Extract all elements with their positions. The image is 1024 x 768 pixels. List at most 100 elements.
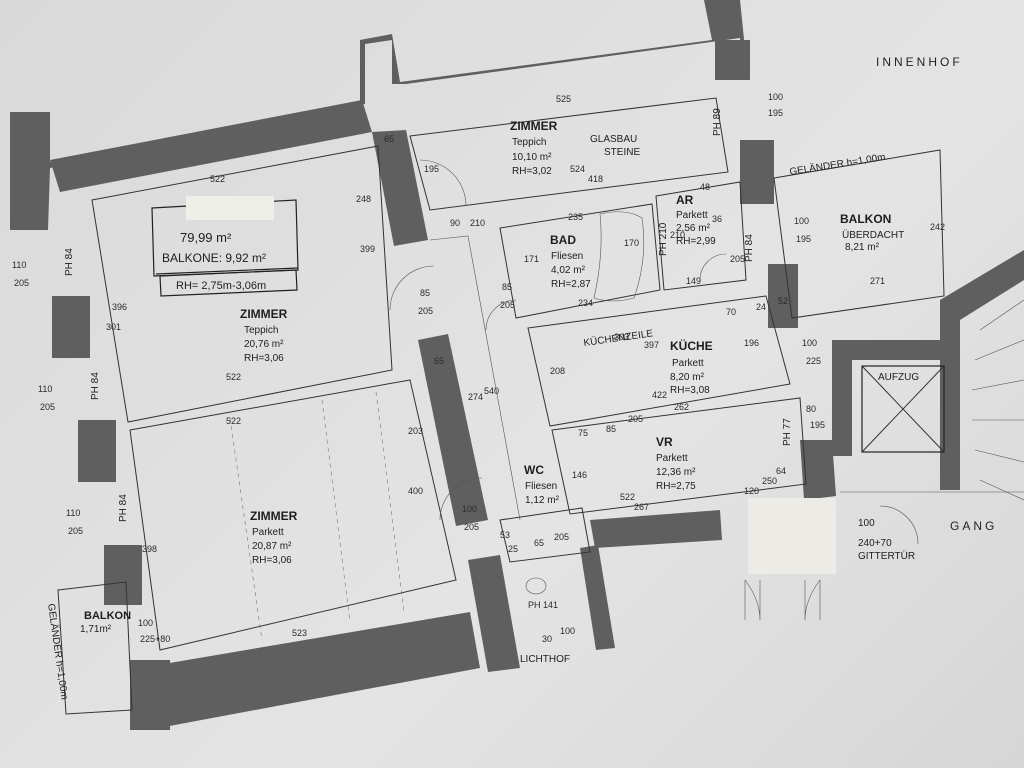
label-steine: STEINE <box>604 147 640 158</box>
room-name: BALKON <box>84 610 131 622</box>
label-ph141: PH 141 <box>528 600 558 610</box>
label-aufzug: AUFZUG <box>878 372 919 383</box>
dim-53: 53 <box>500 530 510 540</box>
stair-5 <box>974 449 1024 463</box>
room-wc: WC Fliesen 1,12 m² <box>524 463 560 506</box>
room-name: VR <box>656 435 673 449</box>
wall-block-a <box>52 296 90 358</box>
dim-399: 399 <box>360 244 375 254</box>
wall-top-right-block <box>715 40 750 80</box>
room-name: ZIMMER <box>240 307 288 321</box>
zimmer-top-outline <box>409 97 729 211</box>
dim-120: 120 <box>744 486 759 496</box>
room-area: 20,87 m² <box>252 541 292 552</box>
room-name: ZIMMER <box>510 119 558 133</box>
dim-274: 274 <box>468 392 483 402</box>
room-rh: RH=2,99 <box>676 236 716 247</box>
balkon-left-outline <box>57 581 133 715</box>
area-box-divider <box>155 267 299 275</box>
room-floor: Parkett <box>656 453 688 464</box>
dim-70: 70 <box>726 307 736 317</box>
label-gittertuer: GITTERTÜR <box>858 550 915 562</box>
stair-1 <box>979 299 1024 331</box>
room-balkon-right: BALKON ÜBERDACHT 8,21 m² <box>840 212 904 253</box>
ph-label: PH 84 <box>744 234 755 262</box>
dim-397: 397 <box>644 340 659 350</box>
room-name: WC <box>524 463 544 477</box>
ph-label: PH 84 <box>118 494 129 522</box>
dim-100: 100 <box>802 338 817 348</box>
dim-210: 210 <box>470 218 485 228</box>
wall-lichthof-right <box>580 545 615 650</box>
dim-100: 100 <box>462 504 477 514</box>
room-name: KÜCHE <box>670 338 713 353</box>
dim-523: 523 <box>292 628 307 638</box>
dim-48: 48 <box>700 182 710 192</box>
dim-208: 208 <box>550 366 565 376</box>
kueche-outline <box>527 295 791 427</box>
label-gelaender-top: GELÄNDER h=1,00m <box>789 151 887 178</box>
room-area: 8,20 m² <box>670 372 705 383</box>
bad-outline <box>499 203 661 319</box>
dim-64: 64 <box>776 466 786 476</box>
dim-100: 100 <box>560 626 575 636</box>
dim-422: 422 <box>652 390 667 400</box>
room-kueche: KÜCHE Parkett 8,20 m² RH=3,08 <box>670 338 713 396</box>
door-swing-1 <box>389 265 435 311</box>
wall-top-outer <box>10 0 748 230</box>
room-area: 12,36 m² <box>656 467 696 478</box>
dim-205: 205 <box>628 414 643 424</box>
wall-block-b <box>78 420 116 482</box>
dim-418: 418 <box>588 174 603 184</box>
dim-171: 171 <box>524 254 539 264</box>
wall-ar-block <box>740 140 774 204</box>
room-zimmer-top: ZIMMER Teppich 10,10 m² RH=3,02 <box>510 119 558 177</box>
label-lichthof: LICHTHOF <box>520 654 570 665</box>
beam-1 <box>229 417 263 641</box>
dim-524: 524 <box>570 164 585 174</box>
dim-24: 24 <box>756 302 766 312</box>
dim-110: 110 <box>66 508 80 518</box>
room-zimmer-left: ZIMMER Teppich 20,76 m² RH=3,06 <box>240 307 288 364</box>
room-area: 20,76 m² <box>244 339 284 350</box>
stair-2 <box>974 339 1024 361</box>
dim-149: 149 <box>686 276 701 286</box>
dim-65: 65 <box>384 134 394 144</box>
room-area: 10,10 m² <box>512 152 552 163</box>
dim-205: 205 <box>418 306 433 316</box>
door-swing-2 <box>439 477 483 521</box>
dim-205: 205 <box>730 254 745 264</box>
dim-400: 400 <box>408 486 423 496</box>
dim-522: 522 <box>226 416 241 426</box>
room-bad: BAD Fliesen 4,02 m² RH=2,87 <box>550 233 591 290</box>
dim-100: 100 <box>138 618 153 628</box>
room-rh: RH=2,75 <box>656 481 696 492</box>
door-swing-6 <box>419 159 467 207</box>
room-zimmer-bottom: ZIMMER Parkett 20,87 m² RH=3,06 <box>250 509 298 566</box>
room-area: 2,56 m² <box>676 223 711 234</box>
dim-85: 85 <box>420 288 430 298</box>
room-floor: Fliesen <box>525 481 557 492</box>
dim-205: 205 <box>464 522 479 532</box>
zimmer-left-outline <box>91 145 393 423</box>
room-vr: VR Parkett 12,36 m² RH=2,75 <box>656 435 696 492</box>
paper-patch-1 <box>186 196 274 220</box>
room-area: 1,12 m² <box>525 495 560 506</box>
dim-196: 196 <box>744 338 759 348</box>
wall-interior-mid <box>418 334 488 526</box>
dim-540: 540 <box>484 386 499 396</box>
label-gang: GANG <box>950 519 997 533</box>
area-box: 79,99 m² BALKONE: 9,92 m² RH= 2,75m-3,06… <box>151 196 299 297</box>
room-floor: Fliesen <box>551 251 583 262</box>
ph-label: PH 89 <box>712 108 723 136</box>
corridor-line <box>429 235 521 521</box>
dim-205: 205 <box>554 532 569 542</box>
room-rh: RH=3,02 <box>512 166 552 177</box>
dim-36: 36 <box>712 214 722 224</box>
room-floor: Parkett <box>252 527 284 538</box>
dim-52: 52 <box>778 296 788 306</box>
zimmer-bottom-outline <box>129 379 457 651</box>
room-ar: AR Parkett 2,56 m² RH=2,99 <box>676 193 716 247</box>
wall-vr-right <box>800 440 836 500</box>
door-swing-3 <box>879 505 919 545</box>
